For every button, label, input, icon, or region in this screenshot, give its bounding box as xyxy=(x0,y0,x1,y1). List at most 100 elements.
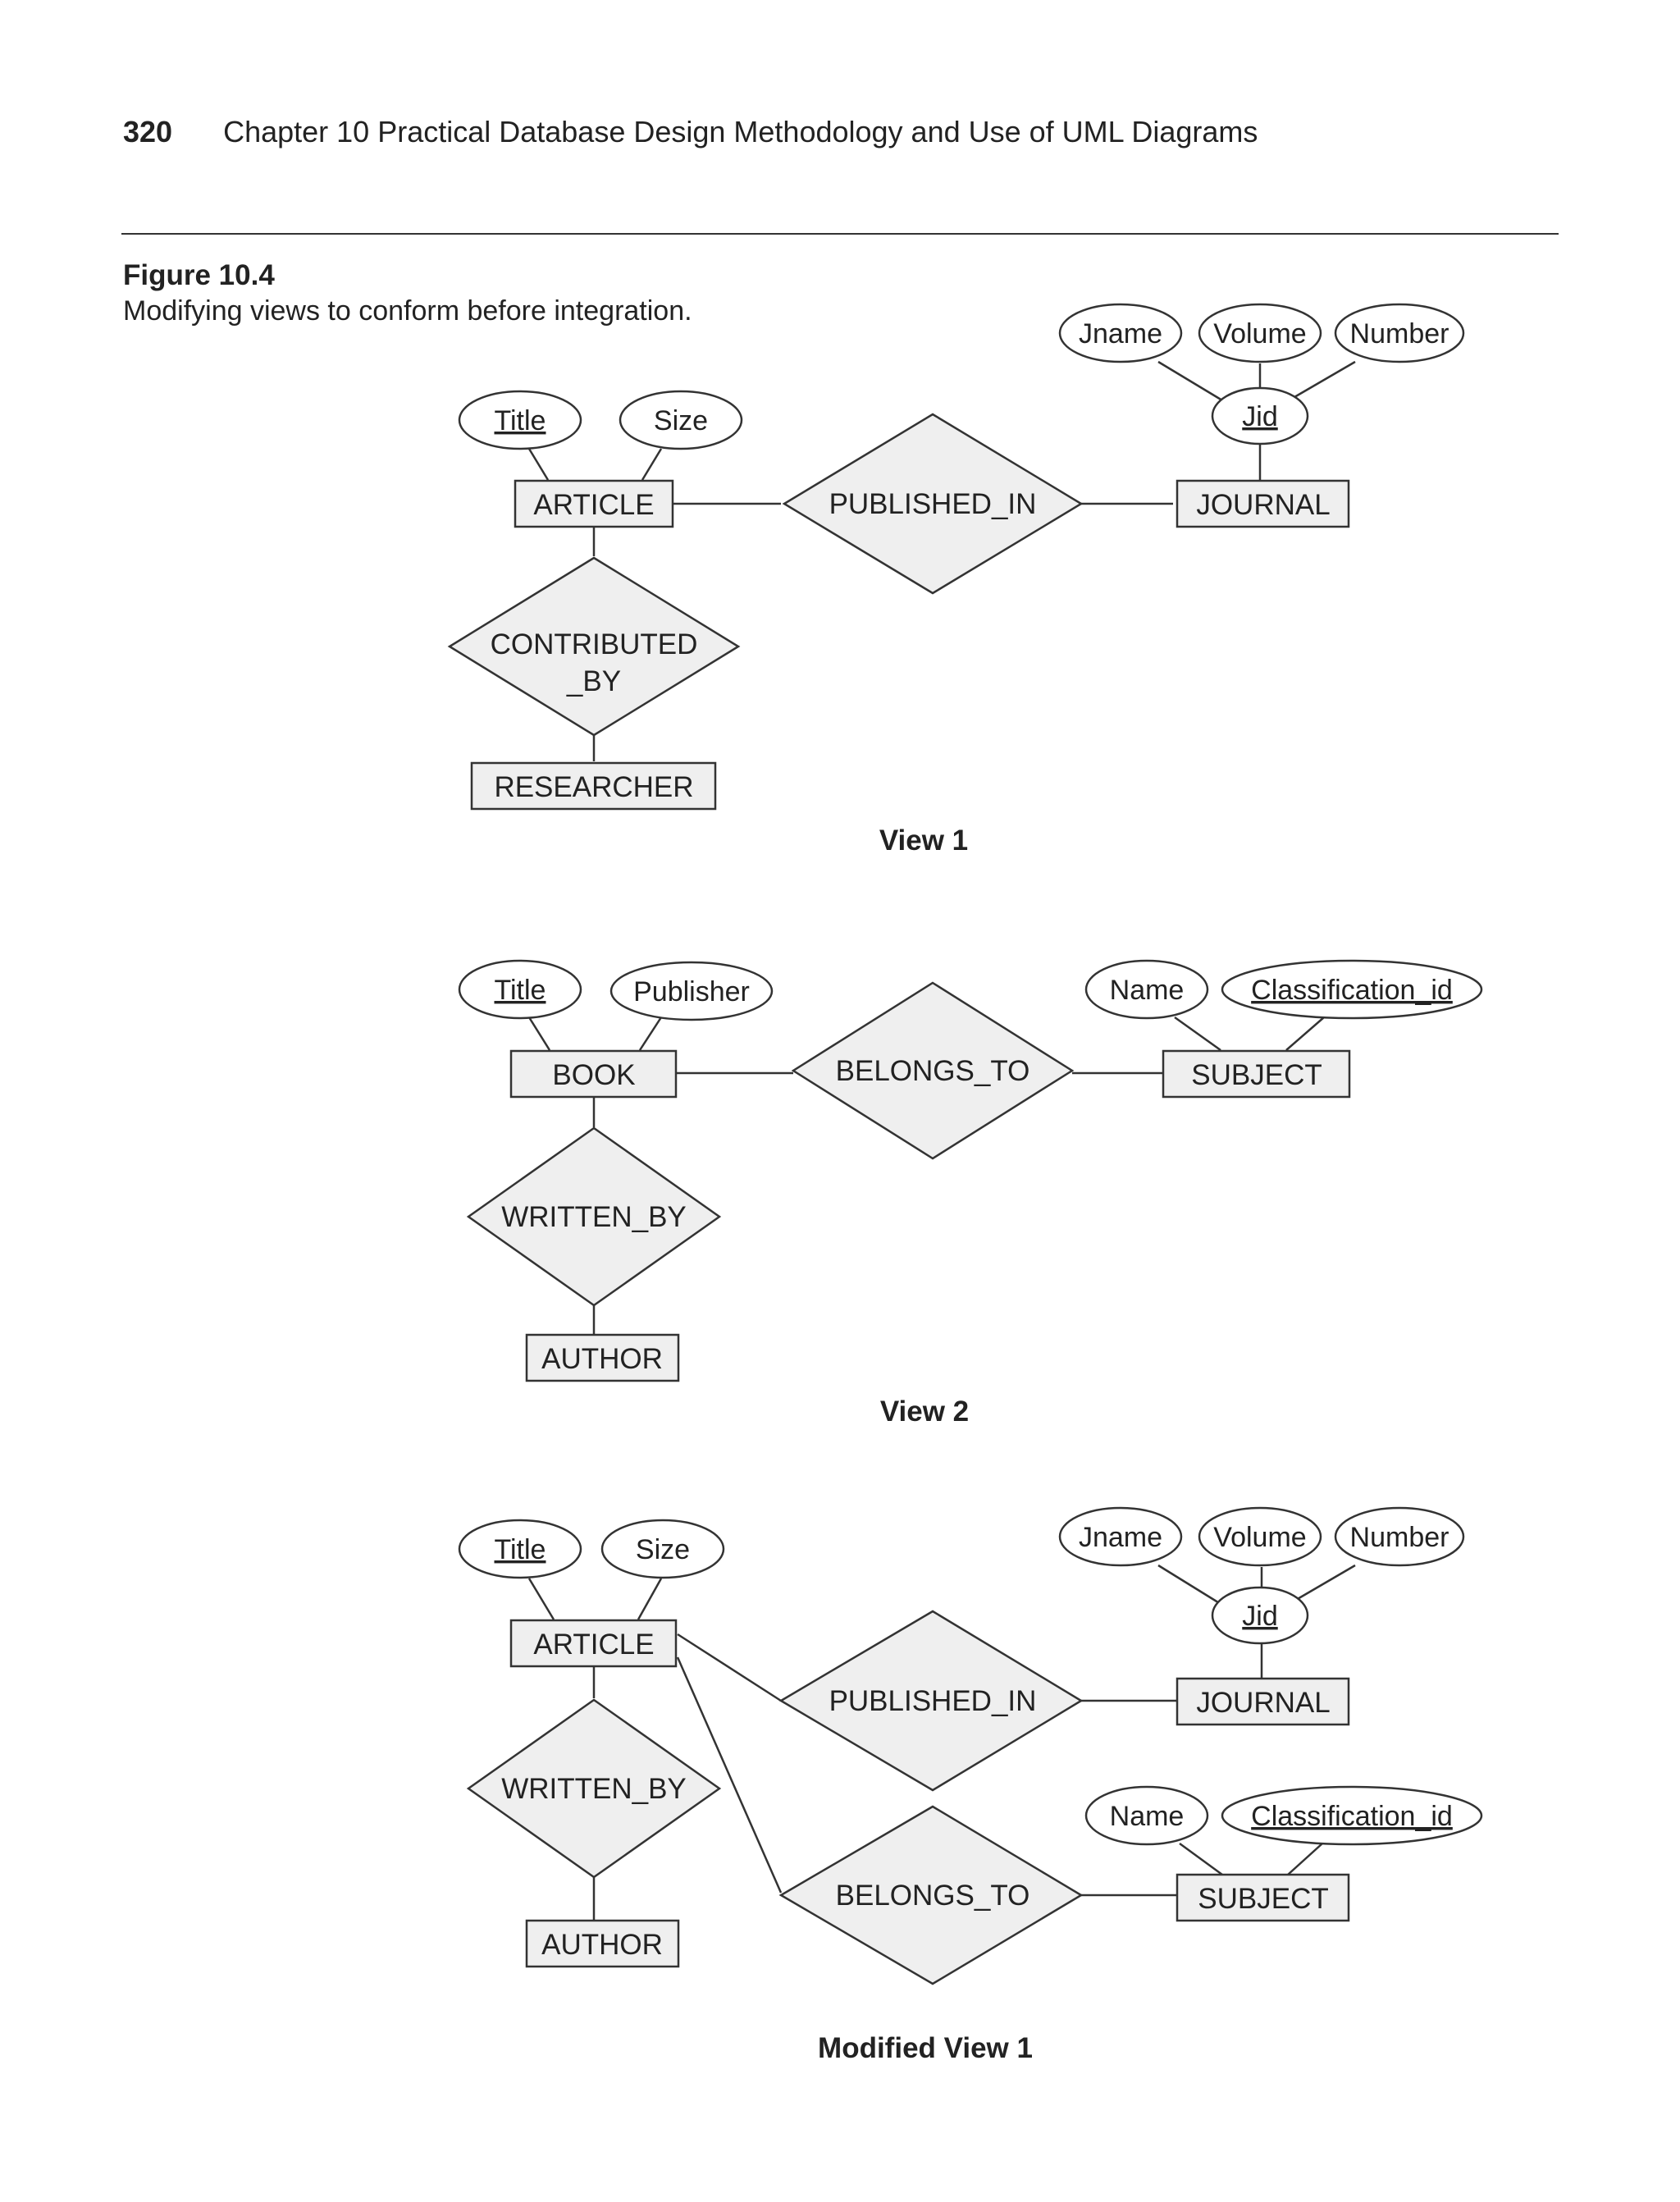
attribute-jid: Jid xyxy=(1211,386,1309,445)
svg-text:PUBLISHED_IN: PUBLISHED_IN xyxy=(829,488,1037,520)
running-header: 320 Chapter 10 Practical Database Design … xyxy=(123,115,1258,149)
svg-text:Jname: Jname xyxy=(1079,1522,1162,1553)
svg-text:Volume: Volume xyxy=(1213,1522,1306,1553)
svg-text:Number: Number xyxy=(1350,318,1449,349)
entity-article: ARTICLE xyxy=(514,479,674,528)
relationship-belongs-to: BELONGS_TO xyxy=(791,981,1075,1160)
attribute-size: Size xyxy=(600,1519,725,1579)
svg-text:Classification_id: Classification_id xyxy=(1251,1801,1453,1832)
svg-text:RESEARCHER: RESEARCHER xyxy=(494,771,693,803)
svg-text:CONTRIBUTED: CONTRIBUTED xyxy=(491,628,698,660)
svg-text:_BY: _BY xyxy=(566,665,621,697)
attribute-volume: Volume xyxy=(1198,1506,1322,1567)
svg-text:Title: Title xyxy=(495,405,546,436)
connector xyxy=(527,1016,551,1051)
svg-text:Name: Name xyxy=(1110,975,1185,1006)
entity-author: AUTHOR xyxy=(525,1333,680,1382)
connector xyxy=(641,448,663,481)
svg-text:AUTHOR: AUTHOR xyxy=(541,1343,663,1375)
modified-view-1-label: Modified View 1 xyxy=(818,2032,1033,2064)
svg-text:Jid: Jid xyxy=(1242,1601,1277,1632)
svg-text:AUTHOR: AUTHOR xyxy=(541,1929,663,1961)
view-1: Title Size Jname Volume Number Jid ARTIC… xyxy=(447,303,1465,857)
view-2-label: View 2 xyxy=(880,1396,969,1428)
entity-subject: SUBJECT xyxy=(1176,1873,1350,1922)
attribute-name: Name xyxy=(1084,1785,1209,1846)
attribute-number: Number xyxy=(1334,303,1465,363)
connector xyxy=(677,1633,782,1702)
svg-text:ARTICLE: ARTICLE xyxy=(533,489,654,521)
connector xyxy=(527,1578,555,1620)
connector xyxy=(1157,1564,1221,1606)
connector xyxy=(676,1656,783,1894)
attribute-volume: Volume xyxy=(1198,303,1322,363)
relationship-belongs-to: BELONGS_TO xyxy=(778,1805,1084,1985)
svg-text:Jid: Jid xyxy=(1242,401,1277,432)
attribute-jname: Jname xyxy=(1058,303,1183,363)
svg-text:Jname: Jname xyxy=(1079,318,1162,349)
svg-text:Size: Size xyxy=(654,405,708,436)
svg-text:Publisher: Publisher xyxy=(633,976,750,1007)
svg-text:JOURNAL: JOURNAL xyxy=(1196,1687,1330,1719)
svg-text:Number: Number xyxy=(1350,1522,1449,1553)
attribute-classification-id: Classification_id xyxy=(1221,1785,1483,1846)
connector xyxy=(1287,1843,1323,1875)
running-title: Chapter 10 Practical Database Design Met… xyxy=(223,115,1258,148)
connector xyxy=(527,448,550,481)
modified-view-1: Title Size Jname Volume Number Jid Name xyxy=(458,1506,1483,2064)
svg-text:BELONGS_TO: BELONGS_TO xyxy=(836,1880,1030,1912)
header-divider xyxy=(121,233,1559,235)
svg-text:Volume: Volume xyxy=(1213,318,1306,349)
attribute-number: Number xyxy=(1334,1506,1465,1567)
svg-text:PUBLISHED_IN: PUBLISHED_IN xyxy=(829,1685,1037,1717)
connector xyxy=(1179,1842,1223,1876)
view-2: Title Publisher Name Classification_id B… xyxy=(458,959,1483,1428)
svg-text:Title: Title xyxy=(495,975,546,1006)
attribute-publisher: Publisher xyxy=(609,961,774,1021)
entity-author: AUTHOR xyxy=(525,1919,680,1968)
svg-text:Name: Name xyxy=(1110,1801,1185,1832)
connector xyxy=(1295,1564,1356,1601)
svg-text:BOOK: BOOK xyxy=(552,1059,635,1091)
figure-label: Figure 10.4 xyxy=(123,259,275,291)
attribute-classification-id: Classification_id xyxy=(1221,959,1483,1020)
attribute-title: Title xyxy=(458,1519,582,1579)
attribute-title: Title xyxy=(458,390,582,450)
entity-researcher: RESEARCHER xyxy=(470,761,717,811)
entity-article: ARTICLE xyxy=(509,1619,678,1668)
svg-text:ARTICLE: ARTICLE xyxy=(533,1629,654,1661)
entity-book: BOOK xyxy=(509,1049,678,1099)
connector xyxy=(638,1016,663,1051)
svg-text:SUBJECT: SUBJECT xyxy=(1198,1883,1328,1915)
view-1-label: View 1 xyxy=(879,825,968,857)
svg-text:Size: Size xyxy=(636,1534,690,1565)
attribute-name: Name xyxy=(1084,959,1209,1020)
connector xyxy=(637,1578,663,1620)
svg-text:SUBJECT: SUBJECT xyxy=(1191,1059,1322,1091)
svg-text:Title: Title xyxy=(495,1534,546,1565)
attribute-jid: Jid xyxy=(1211,1586,1309,1645)
connector xyxy=(1294,360,1356,399)
svg-text:Classification_id: Classification_id xyxy=(1251,975,1453,1006)
relationship-published-in: PUBLISHED_IN xyxy=(782,413,1084,595)
attribute-title: Title xyxy=(458,959,582,1020)
attribute-jname: Jname xyxy=(1058,1506,1183,1567)
relationship-contributed-by: CONTRIBUTED _BY xyxy=(447,556,741,737)
attribute-size: Size xyxy=(619,390,743,450)
relationship-published-in: PUBLISHED_IN xyxy=(778,1610,1084,1792)
svg-text:WRITTEN_BY: WRITTEN_BY xyxy=(501,1201,687,1233)
svg-text:BELONGS_TO: BELONGS_TO xyxy=(836,1055,1030,1087)
svg-text:WRITTEN_BY: WRITTEN_BY xyxy=(501,1773,687,1805)
svg-text:JOURNAL: JOURNAL xyxy=(1196,489,1330,521)
relationship-written-by: WRITTEN_BY xyxy=(466,1126,722,1307)
connector xyxy=(1285,1016,1325,1051)
entity-subject: SUBJECT xyxy=(1162,1049,1351,1099)
entity-journal: JOURNAL xyxy=(1176,479,1350,528)
figure-caption: Modifying views to conform before integr… xyxy=(123,295,692,327)
page-number: 320 xyxy=(123,115,173,148)
relationship-written-by: WRITTEN_BY xyxy=(466,1698,722,1879)
entity-journal: JOURNAL xyxy=(1176,1677,1350,1726)
connector xyxy=(1157,360,1223,402)
connector xyxy=(1174,1016,1221,1052)
